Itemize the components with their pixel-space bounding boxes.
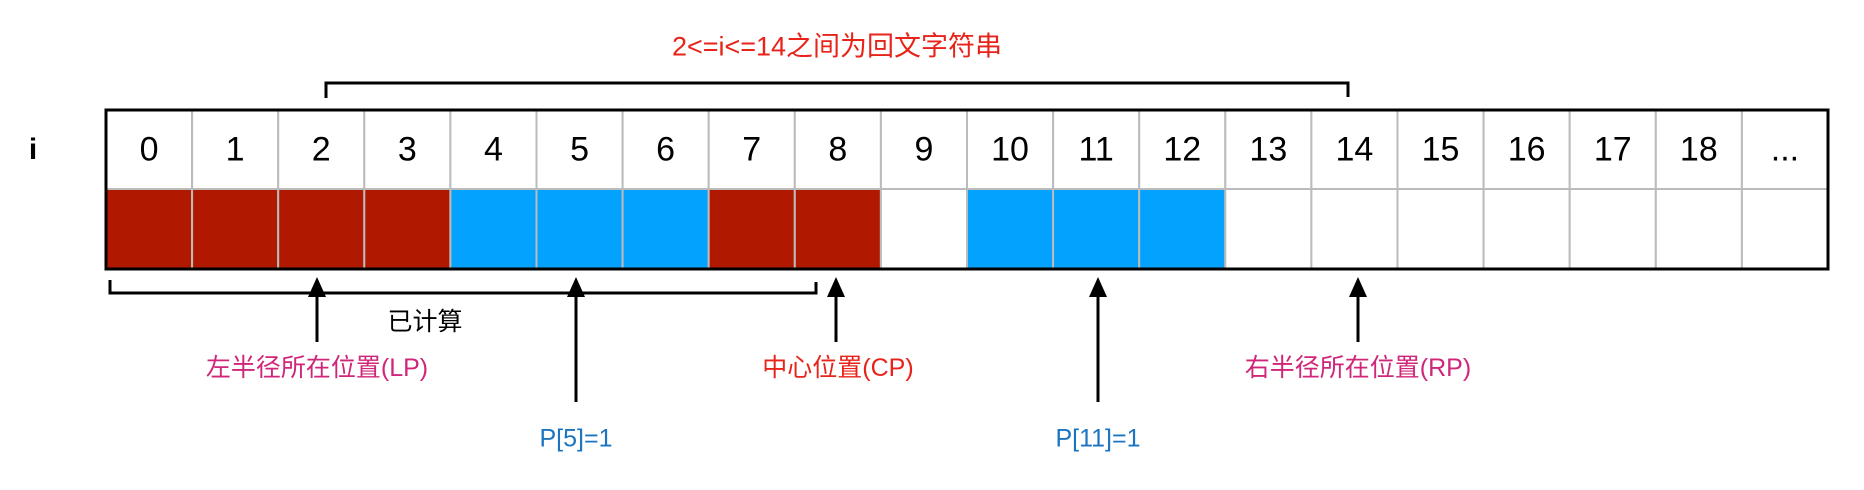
index-label: 7 (742, 130, 762, 169)
arrows (308, 277, 1367, 402)
value-cell-red (277, 188, 366, 270)
computed-label: 已计算 (387, 308, 463, 336)
value-cell-empty (1568, 188, 1657, 270)
p5-label: P[5]=1 (539, 424, 613, 453)
index-cell (1396, 109, 1485, 190)
index-cell (1654, 109, 1743, 190)
value-cell-empty (1310, 188, 1399, 270)
rp-label: 右半径所在位置(RP) (1244, 354, 1472, 382)
value-cell-empty (1224, 188, 1313, 270)
index-label: 1 (225, 130, 245, 169)
value-cell-red (105, 188, 194, 270)
index-label: 9 (914, 130, 934, 169)
index-label: 8 (828, 130, 848, 169)
value-cell-empty (1654, 188, 1743, 270)
value-cell-blue (1138, 188, 1227, 270)
value-cell-red (707, 188, 796, 270)
p11-arrow (1089, 277, 1107, 402)
p11-label: P[11]=1 (1055, 424, 1141, 453)
cp-arrow (827, 277, 845, 342)
index-cell (1482, 109, 1571, 190)
index-label: 4 (483, 130, 503, 169)
index-label: 14 (1335, 130, 1374, 169)
index-label: 0 (139, 130, 159, 169)
rp-arrow (1349, 277, 1367, 342)
index-label: ... (1770, 130, 1800, 169)
value-cell-red (191, 188, 280, 270)
index-label: 17 (1593, 130, 1632, 169)
array-cells (105, 109, 1830, 270)
index-cell (879, 109, 969, 190)
index-label: 6 (656, 130, 676, 169)
value-cell-blue (621, 188, 710, 270)
array-outline (104, 108, 1830, 271)
value-cell-red (793, 188, 882, 270)
index-cell (1568, 109, 1657, 190)
index-cell (707, 109, 796, 190)
lp-label: 左半径所在位置(LP) (205, 354, 429, 382)
palindrome-range-bracket (324, 81, 1350, 98)
palindrome-title: 2<=i<=14之间为回文字符串 (671, 31, 1003, 62)
index-label: 12 (1163, 130, 1202, 169)
index-label: 10 (991, 130, 1029, 169)
index-label: 11 (1078, 130, 1114, 169)
value-cell-empty (879, 188, 969, 270)
index-label: 5 (570, 130, 590, 169)
index-cell (1052, 109, 1141, 190)
value-cell-blue (966, 188, 1055, 270)
p5-arrow (567, 277, 585, 402)
cp-label: 中心位置(CP) (762, 354, 914, 382)
index-cell (191, 109, 280, 190)
index-label: 16 (1507, 130, 1546, 169)
value-cell-blue (449, 188, 538, 270)
lp-arrow (308, 277, 326, 342)
index-label: 13 (1249, 130, 1288, 169)
value-cell-blue (535, 188, 624, 270)
value-cell-empty (1396, 188, 1485, 270)
value-cell-empty (1482, 188, 1571, 270)
index-cell (1740, 109, 1830, 190)
index-label: 3 (397, 130, 417, 169)
index-cell (535, 109, 624, 190)
index-label: 18 (1679, 130, 1718, 169)
computed-range-bracket (108, 280, 818, 295)
value-cell-red (363, 188, 452, 270)
index-label: 15 (1421, 130, 1460, 169)
value-cell-blue (1052, 188, 1141, 270)
value-cell-empty (1740, 188, 1830, 270)
row-label-i: i (28, 133, 38, 166)
index-label: 2 (311, 130, 331, 169)
